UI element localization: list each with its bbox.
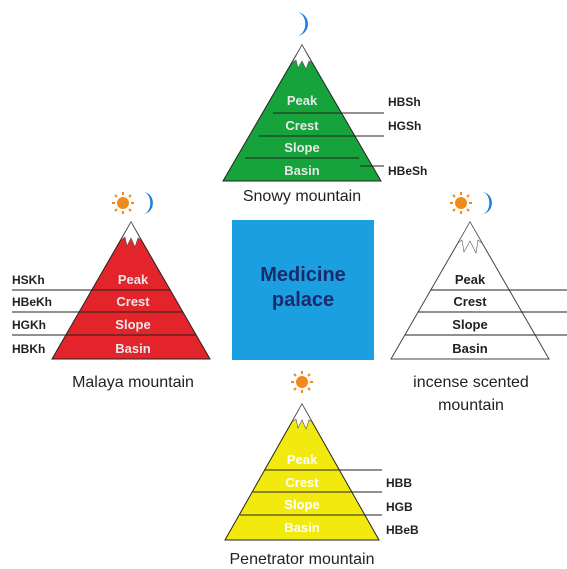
moon-icon <box>143 192 153 214</box>
zone-label-crest: Crest <box>285 118 319 133</box>
penetrator-mountain-body <box>224 402 380 541</box>
zone-label-peak: Peak <box>287 93 318 108</box>
penetrator-mountain-caption: Penetrator mountain <box>230 551 375 568</box>
malaya-mountain-caption: Malaya mountain <box>72 374 194 391</box>
side-label: HBeB <box>386 523 419 537</box>
medicine-palace-title-line2: palace <box>272 289 334 311</box>
side-label: HGB <box>386 500 413 514</box>
zone-label-slope: Slope <box>284 140 319 155</box>
side-label: HGKh <box>12 318 46 332</box>
medicine-palace-title-line1: Medicine <box>260 264 346 286</box>
sun-icon <box>450 192 472 214</box>
side-label: HSKh <box>12 273 45 287</box>
snow-cap-icon <box>457 221 483 254</box>
zone-label-basin: Basin <box>284 163 319 178</box>
snow-cap-icon <box>120 221 142 248</box>
zone-label-peak: Peak <box>455 272 486 287</box>
side-label: HBeSh <box>388 164 427 178</box>
side-label: HBSh <box>388 95 421 109</box>
moon-icon <box>482 192 492 214</box>
zone-label-basin: Basin <box>452 341 487 356</box>
zone-label-crest: Crest <box>285 475 319 490</box>
medicine-palace-box <box>232 220 374 360</box>
zone-label-peak: Peak <box>118 272 149 287</box>
zone-label-crest: Crest <box>453 294 487 309</box>
incense-mountain-caption-line2: mountain <box>438 397 504 414</box>
zone-label-basin: Basin <box>284 520 319 535</box>
zone-label-peak: Peak <box>287 452 318 467</box>
sun-icon <box>291 371 313 393</box>
zone-label-slope: Slope <box>115 317 150 332</box>
snow-cap-icon <box>291 44 313 70</box>
side-label: HBKh <box>12 342 45 356</box>
penetrator-mountain: Peak Crest Slope Basin HBB HGB HBeB Pene… <box>224 371 419 568</box>
medicine-palace: Medicine palace <box>232 220 374 360</box>
sun-icon <box>112 192 134 214</box>
snow-cap-icon <box>291 403 313 430</box>
incense-mountain-caption-line1: incense scented <box>413 374 529 391</box>
moon-icon <box>296 12 308 36</box>
zone-label-crest: Crest <box>116 294 150 309</box>
side-label: HBB <box>386 476 412 490</box>
zone-label-slope: Slope <box>452 317 487 332</box>
snowy-mountain-caption: Snowy mountain <box>243 188 361 205</box>
incense-scented-mountain: Peak Crest Slope Basin incense scented m… <box>390 192 567 414</box>
zone-label-slope: Slope <box>284 497 319 512</box>
malaya-mountain: Peak Crest Slope Basin HSKh HBeKh HGKh H… <box>12 192 211 391</box>
side-label: HBeKh <box>12 295 52 309</box>
zone-label-basin: Basin <box>115 341 150 356</box>
snowy-mountain: Peak Crest Slope Basin HBSh HGSh HBeSh S… <box>222 12 427 205</box>
side-label: HGSh <box>388 119 421 133</box>
